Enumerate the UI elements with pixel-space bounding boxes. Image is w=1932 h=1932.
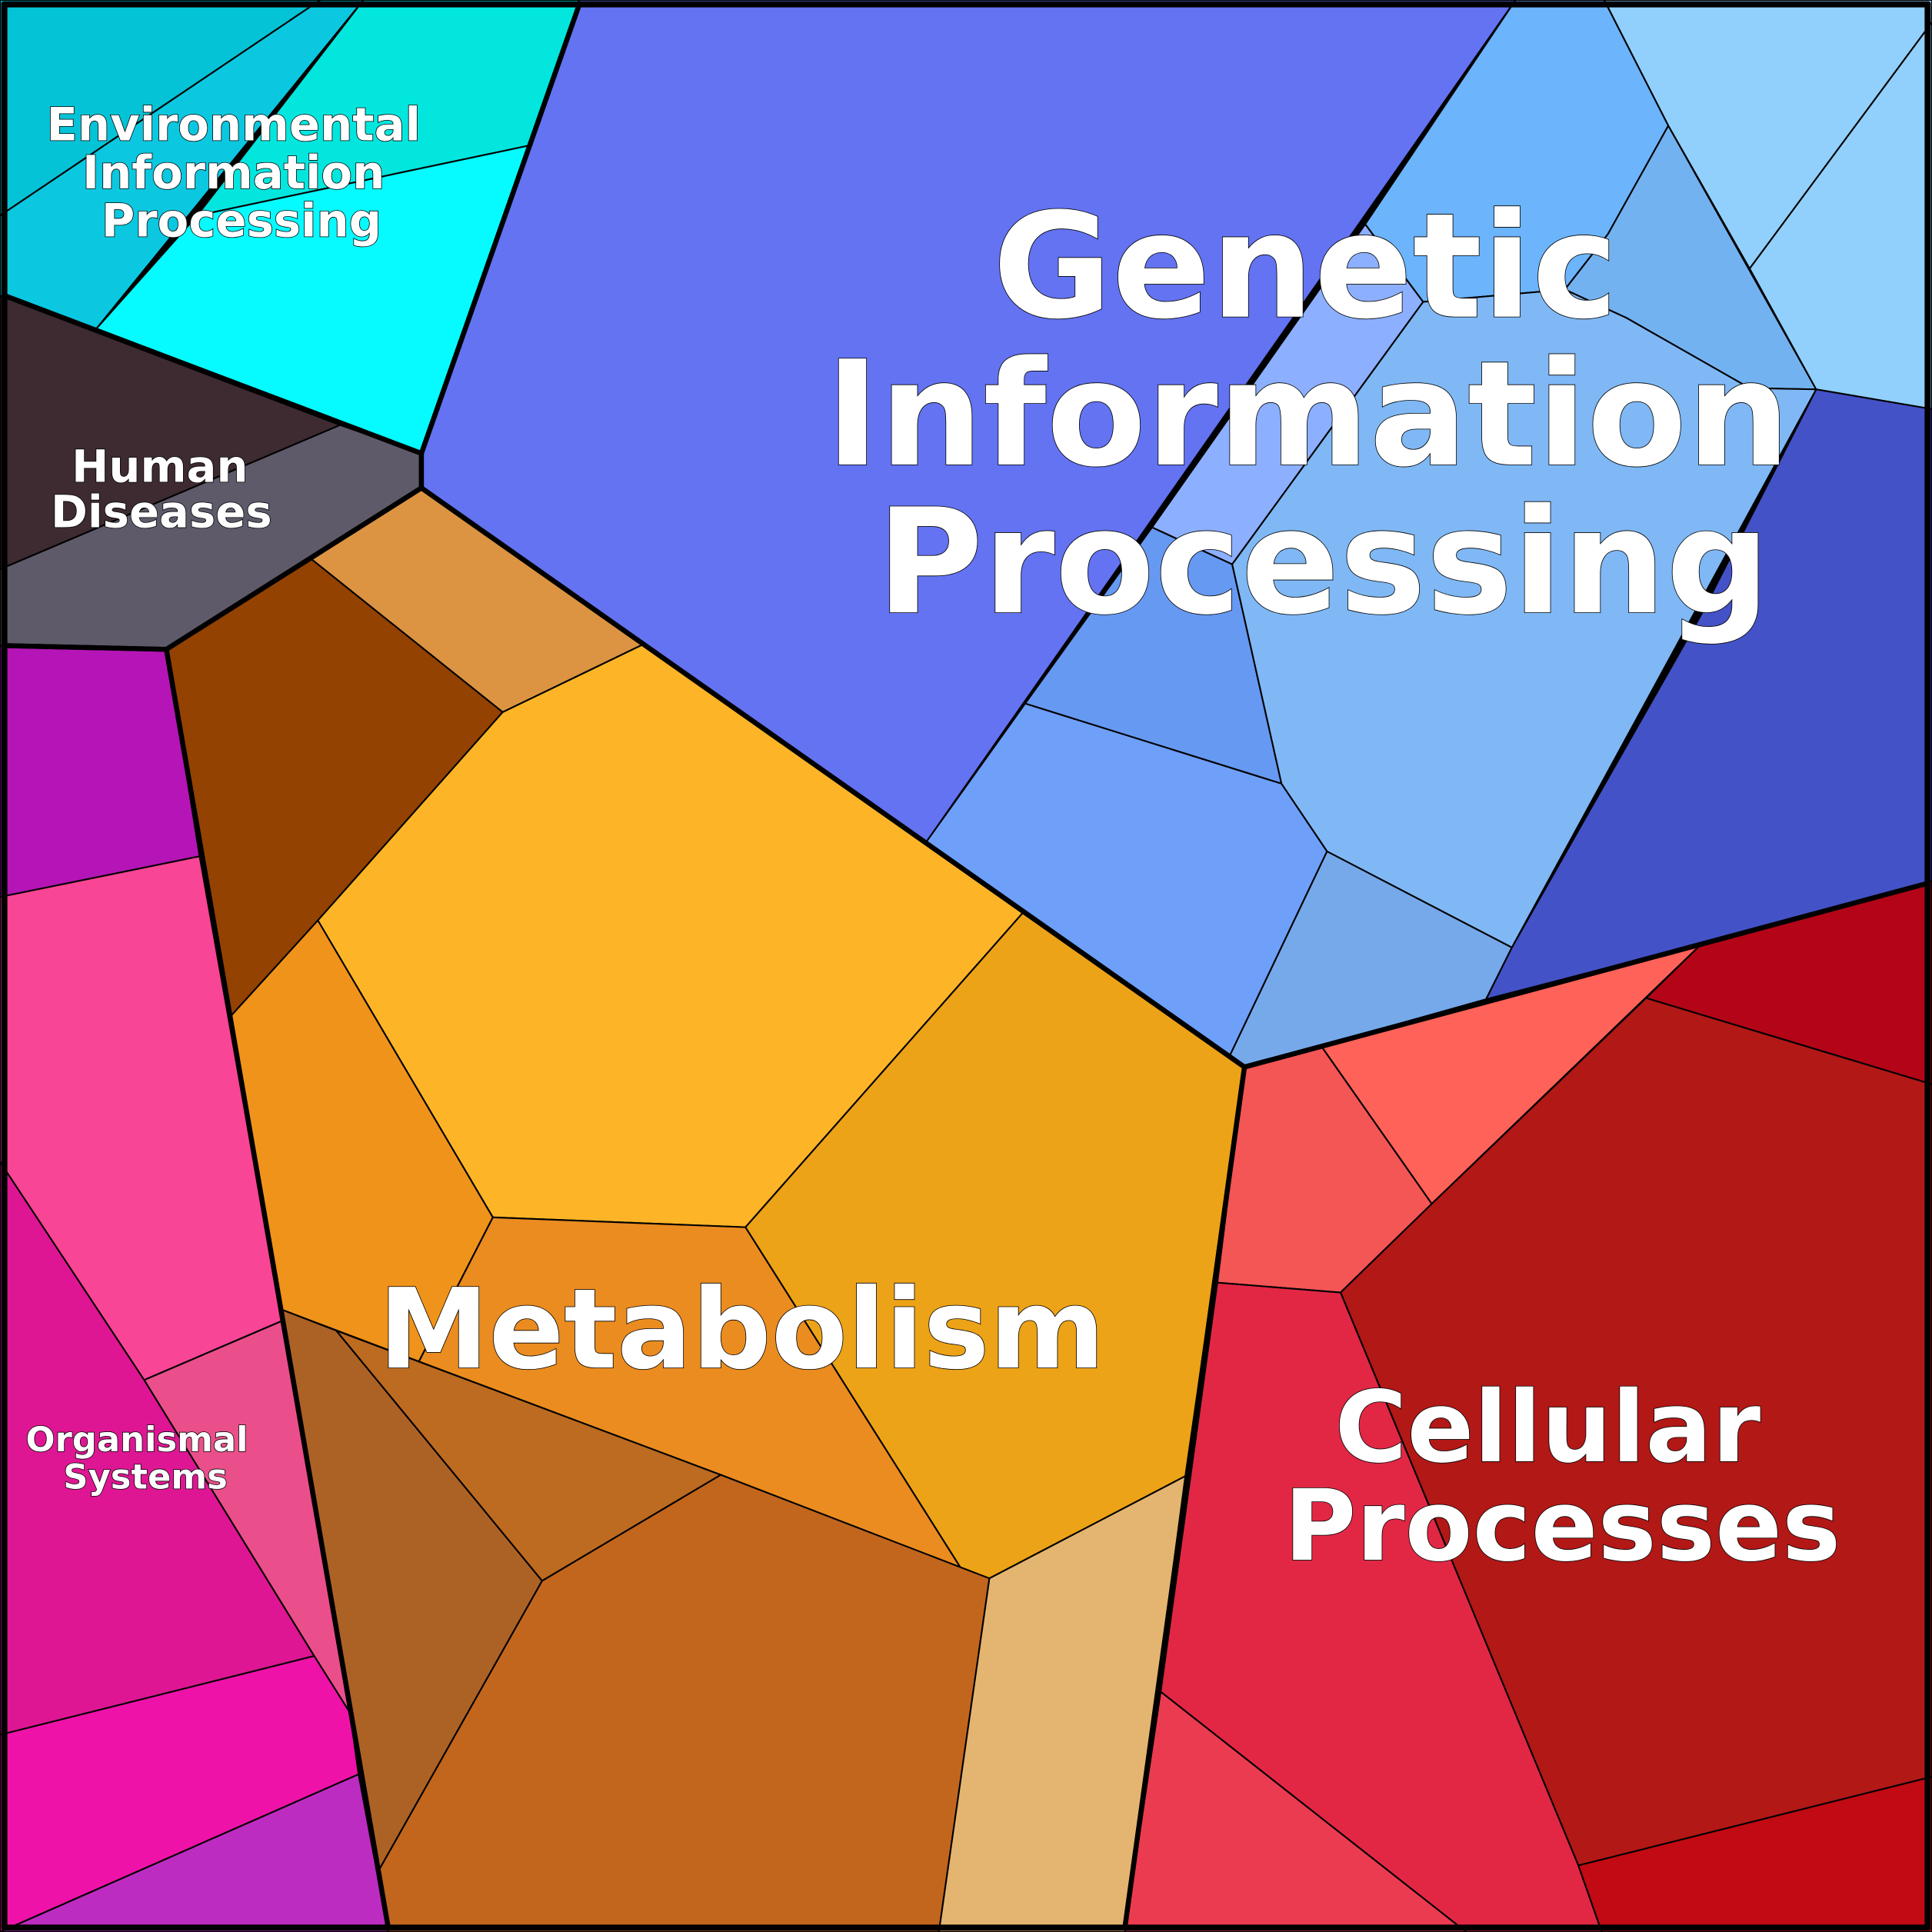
label-human-diseases: Human Diseases [51,440,272,538]
labels: Environmental Information Processing Hum… [25,98,1841,1584]
cell-metabolism [938,1475,1187,1932]
label-cellular: Cellular Processes [1284,1371,1840,1584]
cell-organismal [0,645,201,898]
label-genetic: Genetic Information Processing [825,182,1840,647]
label-environmental: Environmental Information Processing [46,98,436,248]
label-metabolism: Metabolism [378,1265,1105,1394]
cell-cellular [1577,1776,1932,1932]
label-organismal: Organismal Systems [26,1419,261,1497]
